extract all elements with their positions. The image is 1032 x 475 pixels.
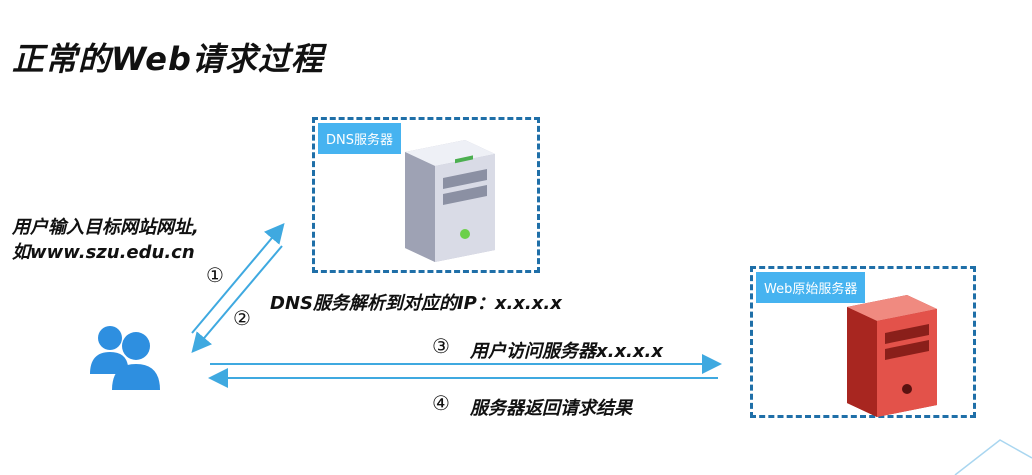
dns-server-icon xyxy=(405,140,495,262)
step4-marker: ④ xyxy=(432,391,450,415)
dns-server-box: DNS服务器 xyxy=(312,117,540,273)
step2-marker: ② xyxy=(233,306,251,330)
corner-decoration xyxy=(954,439,1032,475)
step4-text: 服务器返回请求结果 xyxy=(470,398,632,419)
arrow-step1 xyxy=(191,222,285,334)
user-instruction-line2: 如www.szu.edu.cn xyxy=(12,242,195,263)
web-server-box: Web原始服务器 xyxy=(750,266,976,418)
dns-result-text: DNS服务解析到对应的IP：x.x.x.x xyxy=(270,293,562,314)
users-icon xyxy=(90,326,160,390)
step3-text: 用户访问服务器x.x.x.x xyxy=(470,341,663,362)
dns-server-label: DNS服务器 xyxy=(318,123,401,154)
arrow-step2 xyxy=(191,245,283,354)
web-server-label: Web原始服务器 xyxy=(756,272,866,303)
step1-marker: ① xyxy=(206,263,224,287)
page-title: 正常的Web请求过程 xyxy=(12,40,324,78)
web-server-icon xyxy=(847,295,937,417)
step3-marker: ③ xyxy=(432,334,450,358)
user-instruction-line1: 用户输入目标网站网址, xyxy=(12,217,199,238)
